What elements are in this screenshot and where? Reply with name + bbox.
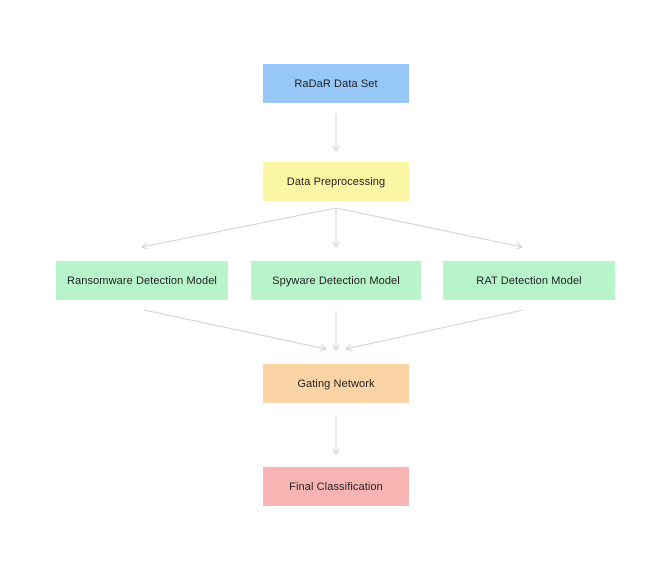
node-label: Data Preprocessing	[286, 175, 386, 188]
node-final-classification: Final Classification	[263, 467, 409, 506]
node-label: Gating Network	[297, 377, 375, 390]
node-data-preprocessing: Data Preprocessing	[263, 162, 409, 201]
node-radar-data-set: RaDaR Data Set	[263, 64, 409, 103]
edge-ransomware-to-gating	[143, 309, 327, 352]
node-rat-detection-model: RAT Detection Model	[443, 261, 615, 300]
node-label: Ransomware Detection Model	[67, 274, 217, 287]
node-label: Final Classification	[289, 480, 383, 493]
node-label: RAT Detection Model	[476, 274, 582, 287]
node-label: RaDaR Data Set	[294, 77, 378, 90]
node-label: Spyware Detection Model	[272, 274, 400, 287]
edge-preprocessing-to-rat	[335, 207, 523, 250]
node-ransomware-detection-model: Ransomware Detection Model	[56, 261, 228, 300]
node-spyware-detection-model: Spyware Detection Model	[251, 261, 421, 300]
node-gating-network: Gating Network	[263, 364, 409, 403]
edge-preprocessing-to-ransomware	[141, 207, 337, 250]
edge-rat-to-gating	[345, 309, 524, 352]
